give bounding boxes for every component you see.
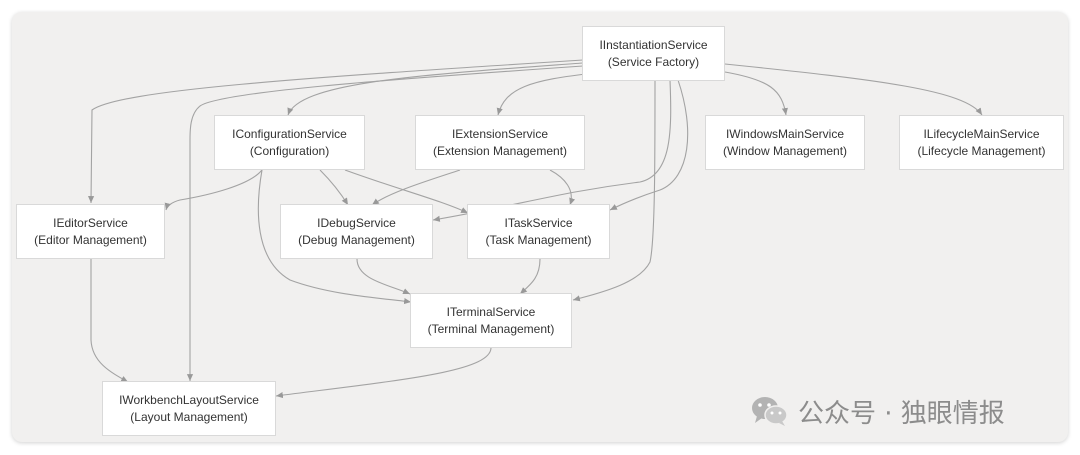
node-subtitle: (Layout Management) bbox=[130, 409, 248, 424]
edge-instantiation-lifecyclemain bbox=[724, 63, 983, 116]
watermark: 公众号 · 独眼情报 bbox=[750, 393, 1005, 429]
node-subtitle: (Editor Management) bbox=[34, 232, 147, 247]
node-title: IConfigurationService bbox=[232, 126, 347, 141]
node-subtitle: (Service Factory) bbox=[607, 54, 700, 69]
wechat-icon bbox=[752, 397, 788, 426]
node-windows-main-service[interactable]: IWindowsMainService (Window Management) bbox=[705, 115, 865, 170]
edge-task-terminal bbox=[519, 258, 541, 295]
node-subtitle: (Configuration) bbox=[249, 143, 330, 158]
edge-extension-task bbox=[549, 169, 576, 206]
node-subtitle: (Window Management) bbox=[722, 143, 848, 158]
node-instantiation-service[interactable]: IInstantiationService (Service Factory) bbox=[582, 26, 725, 81]
node-editor-service[interactable]: IEditorService (Editor Management) bbox=[16, 204, 165, 259]
edge-terminal-workbenchlayout bbox=[275, 347, 492, 399]
node-subtitle: (Debug Management) bbox=[298, 232, 415, 247]
node-title: IExtensionService bbox=[451, 126, 549, 141]
edge-instantiation-windowsmain bbox=[724, 71, 788, 116]
edge-extension-debug bbox=[371, 169, 461, 206]
node-task-service[interactable]: ITaskService (Task Management) bbox=[467, 204, 610, 259]
edge-instantiation-task bbox=[609, 79, 689, 211]
node-title: IEditorService bbox=[53, 215, 128, 230]
edge-instantiation-editor bbox=[87, 59, 584, 204]
edge-instantiation-terminal bbox=[572, 79, 656, 302]
edge-editor-workbenchlayout bbox=[90, 259, 129, 383]
node-subtitle: (Lifecycle Management) bbox=[917, 143, 1046, 158]
node-terminal-service[interactable]: ITerminalService (Terminal Management) bbox=[410, 293, 572, 348]
node-subtitle: (Terminal Management) bbox=[427, 321, 555, 336]
node-debug-service[interactable]: IDebugService (Debug Management) bbox=[280, 204, 433, 259]
edge-instantiation-configuration bbox=[287, 62, 584, 116]
edge-configuration-editor bbox=[164, 169, 263, 211]
node-title: ILifecycleMainService bbox=[923, 126, 1040, 141]
node-extension-service[interactable]: IExtensionService (Extension Management) bbox=[415, 115, 585, 170]
edge-debug-terminal bbox=[356, 258, 411, 295]
edge-instantiation-workbenchlayout bbox=[186, 65, 584, 381]
edge-instantiation-extension bbox=[496, 72, 596, 116]
edge-configuration-terminal bbox=[257, 169, 412, 305]
node-lifecycle-main-service[interactable]: ILifecycleMainService (Lifecycle Managem… bbox=[899, 115, 1064, 170]
node-title: IWindowsMainService bbox=[725, 126, 845, 141]
node-subtitle: (Extension Management) bbox=[432, 143, 568, 158]
edge-configuration-task bbox=[344, 169, 469, 214]
node-title: IInstantiationService bbox=[599, 37, 708, 52]
node-configuration-service[interactable]: IConfigurationService (Configuration) bbox=[214, 115, 365, 170]
node-subtitle: (Task Management) bbox=[485, 232, 592, 247]
node-title: IWorkbenchLayoutService bbox=[119, 392, 259, 407]
edge-configuration-debug bbox=[319, 169, 349, 206]
node-title: ITaskService bbox=[504, 215, 573, 230]
node-title: ITerminalService bbox=[446, 304, 536, 319]
watermark-text: 公众号 · 独眼情报 bbox=[798, 398, 1005, 429]
node-title: IDebugService bbox=[317, 215, 396, 230]
node-workbench-layout-service[interactable]: IWorkbenchLayoutService (Layout Manageme… bbox=[102, 381, 276, 436]
